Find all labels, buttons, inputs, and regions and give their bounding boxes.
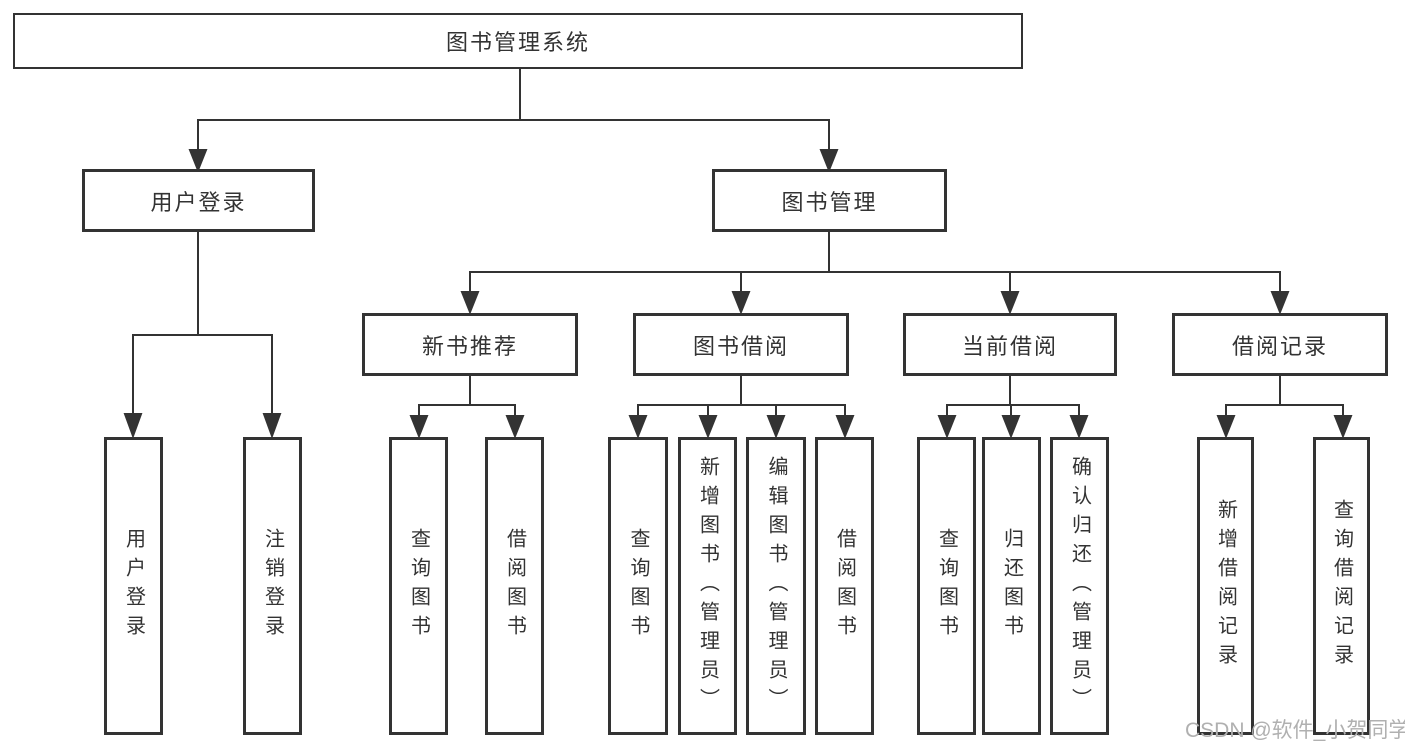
leaf-query-borrow-record-label: 查询借阅记录: [1330, 499, 1353, 673]
node-current-borrow: 当前借阅: [903, 313, 1117, 376]
leaf-confirm-return-admin: 确认归还（管理员）: [1050, 437, 1109, 735]
leaf-query-books-borrow: 查询图书: [608, 437, 668, 735]
leaf-edit-books-admin-label: 编辑图书（管理员）: [765, 455, 787, 717]
connector-new-book-branch: [409, 376, 525, 439]
leaf-user-login: 用户登录: [104, 437, 163, 735]
node-borrow-records: 借阅记录: [1172, 313, 1388, 376]
leaf-borrow-books-borrow-label: 借阅图书: [833, 528, 856, 644]
connector-user-login-branch: [123, 232, 282, 439]
watermark: CSDN @软件_小贺同学: [1185, 719, 1405, 742]
leaf-query-books-current: 查询图书: [917, 437, 976, 735]
node-book-management-label: 图书管理: [781, 189, 878, 215]
leaf-confirm-return-admin-label: 确认归还（管理员）: [1068, 455, 1091, 717]
connector-book-management-branch: [460, 232, 1290, 315]
leaf-return-books: 归还图书: [982, 437, 1041, 735]
leaf-query-borrow-record: 查询借阅记录: [1313, 437, 1370, 735]
leaf-query-books-borrow-label: 查询图书: [627, 528, 649, 644]
leaf-borrow-books-recommend-label: 借阅图书: [503, 528, 526, 644]
leaf-borrow-books-recommend: 借阅图书: [485, 437, 544, 735]
leaf-query-books-current-label: 查询图书: [935, 528, 958, 644]
node-book-borrow: 图书借阅: [633, 313, 849, 376]
connector-borrow-records-branch: [1216, 376, 1353, 439]
node-current-borrow-label: 当前借阅: [961, 333, 1058, 359]
connector-root-branch: [188, 69, 839, 173]
node-library-system-label: 图书管理系统: [445, 30, 590, 55]
node-new-book-recommend-label: 新书推荐: [421, 333, 518, 359]
leaf-edit-books-admin: 编辑图书（管理员）: [746, 437, 806, 735]
node-book-management: 图书管理: [712, 169, 947, 232]
leaf-add-borrow-record: 新增借阅记录: [1197, 437, 1254, 735]
leaf-query-books-recommend-label: 查询图书: [407, 528, 430, 644]
node-book-borrow-label: 图书借阅: [692, 333, 789, 359]
connector-book-borrow-branch: [628, 376, 855, 439]
leaf-add-books-admin: 新增图书（管理员）: [678, 437, 737, 735]
node-borrow-records-label: 借阅记录: [1231, 333, 1328, 359]
node-new-book-recommend: 新书推荐: [362, 313, 578, 376]
node-library-system: 图书管理系统: [13, 13, 1023, 69]
leaf-return-books-label: 归还图书: [1000, 528, 1023, 644]
leaf-logout: 注销登录: [243, 437, 302, 735]
leaf-add-books-admin-label: 新增图书（管理员）: [696, 455, 719, 717]
leaf-logout-label: 注销登录: [261, 528, 284, 644]
leaf-borrow-books-borrow: 借阅图书: [815, 437, 874, 735]
leaf-user-login-label: 用户登录: [122, 528, 145, 644]
connector-current-borrow-branch: [937, 376, 1089, 439]
leaf-query-books-recommend: 查询图书: [389, 437, 448, 735]
node-user-login: 用户登录: [82, 169, 315, 232]
leaf-add-borrow-record-label: 新增借阅记录: [1214, 499, 1237, 673]
node-user-login-label: 用户登录: [150, 189, 247, 215]
